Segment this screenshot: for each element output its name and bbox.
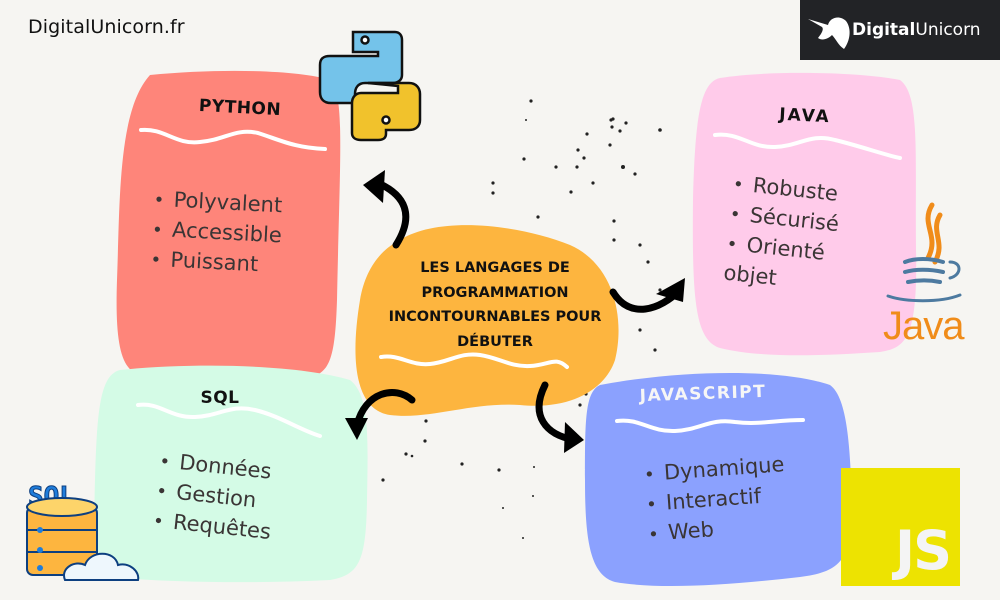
java-logo-icon [886,202,962,303]
site-url[interactable]: DigitalUnicorn.fr [28,16,185,38]
sql-card-title: SQL [200,388,240,408]
brand-name: DigitalUnicorn [852,20,981,40]
center-title-line: PROGRAMMATION [421,284,569,301]
unicorn-icon [808,17,850,49]
center-title-line: LES LANGAGES DE [420,260,570,276]
java-card-title: JAVA [778,104,832,128]
center-title-line: DÉBUTER [457,333,533,350]
js-logo-text: JS [895,519,952,582]
python-features-list: Polyvalent Accessible Puissant [150,185,284,282]
center-wave [379,352,569,369]
java-wave [713,132,902,160]
javascript-features-list: Dynamique Interactif Web [643,450,790,550]
sql-features-list: Données Gestion Requêtes [152,446,279,548]
sql-database-cloud-icon: SQL [26,482,140,581]
center-title: LES LANGAGES DE PROGRAMMATION INCONTOURN… [380,256,610,354]
arrow-to-python [363,170,410,249]
java-logo-text: Java [883,304,964,348]
sql-wave [136,402,322,438]
center-blob-shape [355,225,619,416]
python-logo-icon [318,30,422,142]
java-features-list: Robuste Sécurisé Orienté objet [722,169,874,302]
js-logo-icon: JS [841,468,960,586]
brand-logo[interactable]: DigitalUnicorn [800,0,1000,60]
javascript-wave [615,418,805,434]
arrow-to-javascript [535,381,584,453]
arrow-to-java [609,278,685,313]
center-title-line: INCONTOURNABLES POUR [388,309,602,325]
python-wave [139,127,327,151]
arrow-to-sql [345,389,416,440]
